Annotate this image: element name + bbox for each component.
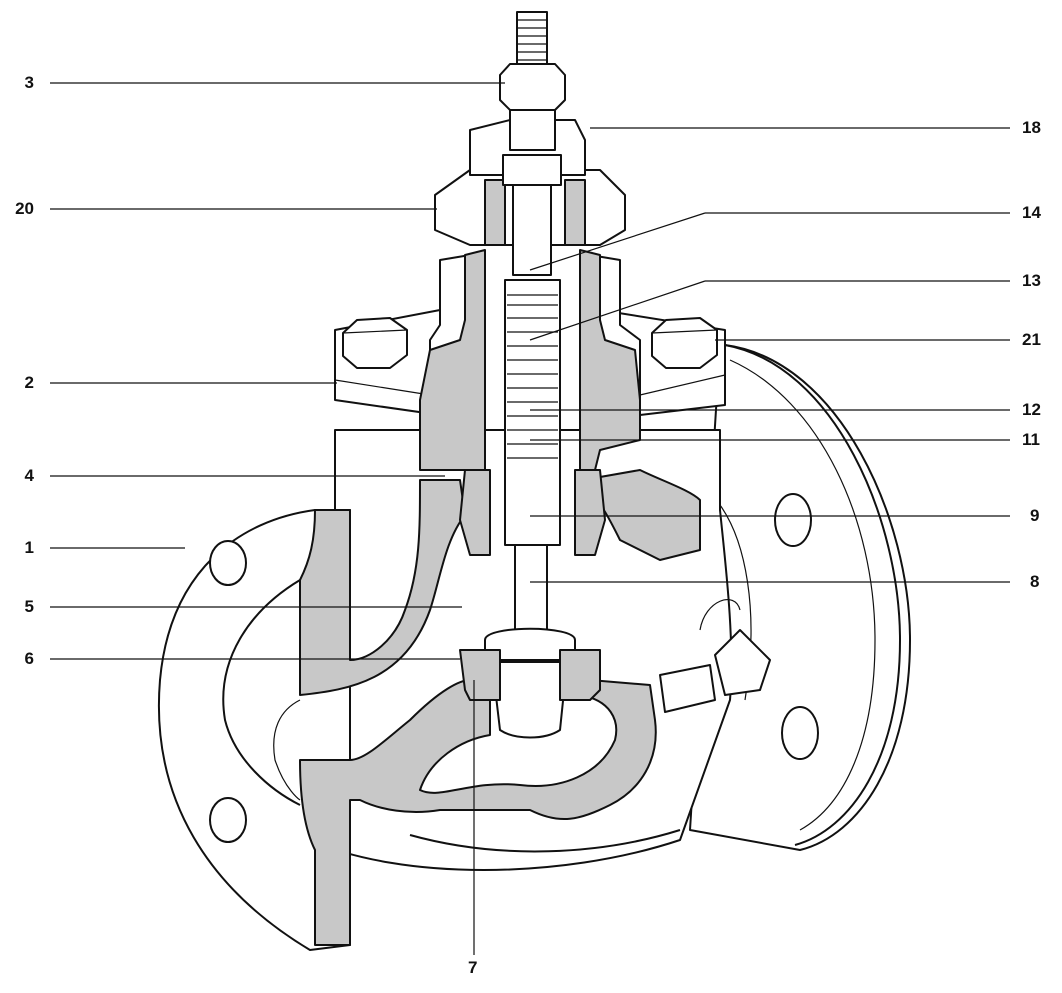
stem: [484, 11, 576, 739]
label-21: 21: [1022, 330, 1041, 349]
bolt-hole: [209, 797, 247, 843]
right-flange: [689, 344, 911, 851]
leader-lines: [50, 82, 1010, 955]
bonnet-bolt-right: [651, 317, 718, 369]
label-3: 3: [24, 73, 34, 92]
label-13: 13: [1022, 271, 1041, 290]
label-5: 5: [24, 597, 34, 616]
label-9: 9: [1030, 506, 1040, 525]
label-20: 20: [15, 199, 34, 218]
bolt-hole: [774, 493, 812, 547]
label-2: 2: [24, 373, 34, 392]
stem-nut: [499, 63, 566, 111]
label-4: 4: [24, 466, 34, 485]
leader-13-a: [529, 280, 706, 341]
bonnet-bolt-left: [342, 317, 408, 369]
valve-plug: [491, 661, 568, 739]
bolt-hole: [781, 706, 819, 760]
label-18: 18: [1022, 118, 1041, 137]
sleeve-section: [459, 469, 606, 701]
bonnet-section: [419, 249, 641, 471]
label-6: 6: [24, 649, 34, 668]
label-1: 1: [24, 538, 34, 557]
label-8: 8: [1030, 572, 1040, 591]
label-7: 7: [468, 958, 478, 977]
leader-14-a: [529, 212, 706, 271]
label-12: 12: [1022, 400, 1041, 419]
label-14: 14: [1022, 203, 1041, 222]
label-11: 11: [1022, 430, 1040, 449]
bolt-hole: [209, 540, 247, 586]
